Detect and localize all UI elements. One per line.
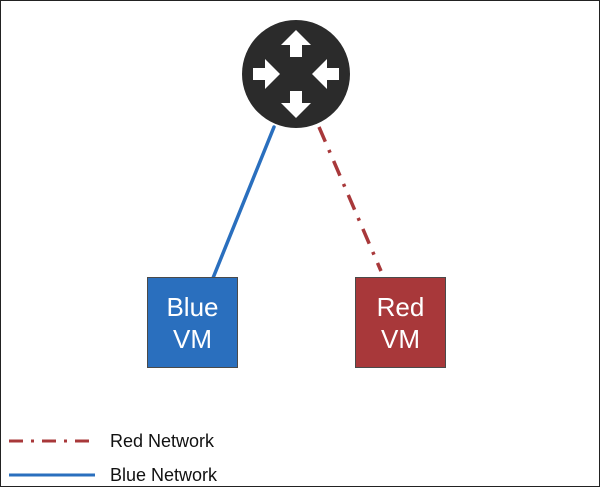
blue-network-link [211, 125, 276, 280]
red-vm-box: Red VM [355, 277, 446, 368]
router-icon [242, 20, 350, 128]
legend: Red Network Blue Network [1, 421, 321, 485]
blue-vm-label-line1: Blue [166, 291, 219, 322]
legend-item-blue-network: Blue Network [1, 462, 321, 488]
blue-vm-label-line2: VM [172, 323, 212, 354]
legend-label-blue-network: Blue Network [110, 465, 218, 485]
red-network-link [317, 126, 383, 272]
blue-vm-box: Blue VM [147, 277, 238, 368]
legend-label-red-network: Red Network [110, 431, 215, 451]
legend-item-red-network: Red Network [1, 428, 321, 454]
red-vm-label-line2: VM [380, 323, 420, 354]
red-vm-label-line1: Red [376, 291, 425, 322]
red-network-line-sample [9, 439, 95, 443]
blue-network-line-sample [9, 473, 95, 477]
